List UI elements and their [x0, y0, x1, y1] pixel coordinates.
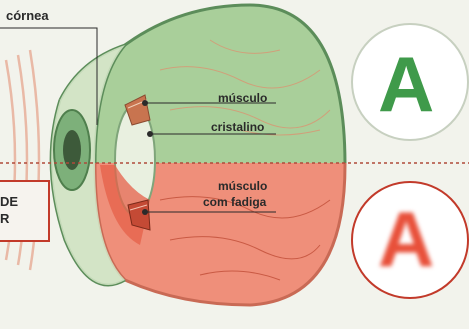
- side-caption-line2: R: [0, 210, 40, 227]
- muscle-label: músculo: [218, 91, 267, 105]
- fatigued-muscle-label-line2: com fadiga: [203, 195, 266, 209]
- side-caption-text: DE R: [0, 193, 40, 227]
- lens-label: cristalino: [211, 120, 264, 134]
- fatigued-muscle-label-line1: músculo: [218, 179, 267, 193]
- cornea-label: córnea: [6, 8, 49, 23]
- pupil: [63, 130, 81, 170]
- sharp-letter: A: [378, 45, 434, 123]
- side-caption-line1: DE: [0, 193, 40, 210]
- blurred-letter: A: [378, 200, 434, 278]
